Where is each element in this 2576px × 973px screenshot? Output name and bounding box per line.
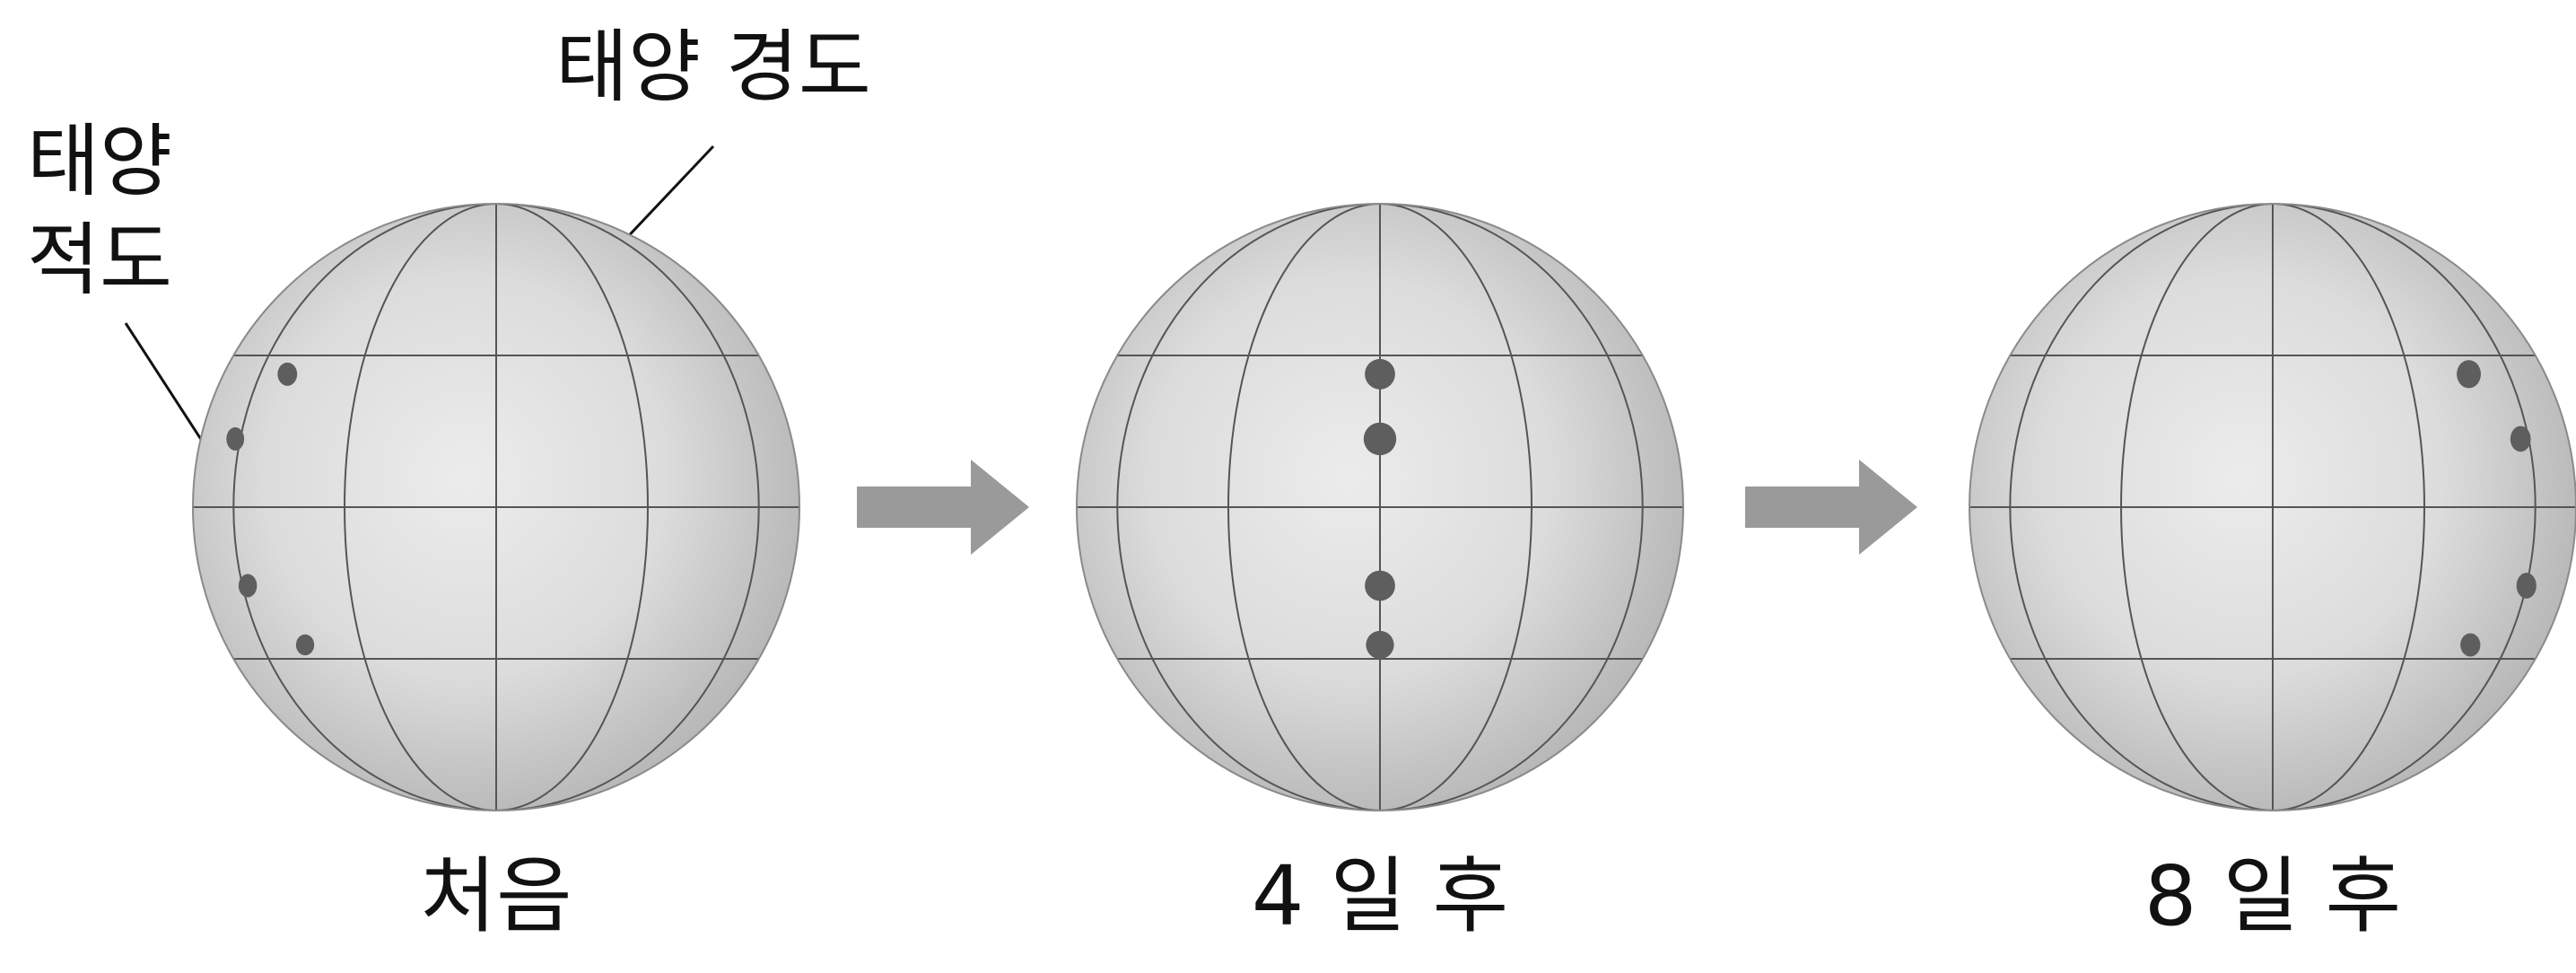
longitude-line: [2272, 204, 2537, 811]
caption-4-days: 4 일 후: [1252, 848, 1508, 944]
sunspot: [1366, 630, 1394, 660]
sunspot: [2516, 573, 2537, 599]
sunspot: [277, 362, 298, 386]
sunspot: [1365, 358, 1395, 390]
longitude-line: [1116, 204, 1381, 811]
sun-outline: [192, 203, 800, 811]
right-arrow-icon: [857, 460, 1029, 555]
sunspot: [2510, 425, 2531, 452]
sunspot: [226, 426, 245, 451]
longitude-line: [232, 204, 497, 811]
sun-globe: [192, 203, 800, 811]
caption-initial: 처음: [420, 848, 572, 944]
longitude-line: [495, 204, 649, 811]
equator-label-line1: 태양: [27, 115, 172, 207]
right-arrow-icon: [1745, 460, 1917, 555]
sunspot: [2457, 360, 2481, 389]
sunspot: [295, 634, 315, 656]
sun-panel-initial: 처음: [192, 203, 800, 944]
longitude-line: [1379, 204, 1644, 811]
grid-lines: [193, 204, 799, 811]
sun-outline: [1969, 203, 2576, 811]
equator-label-line2: 적도: [27, 214, 172, 306]
sun-globe: [1969, 203, 2576, 811]
caption-8-days: 8 일 후: [2144, 848, 2401, 944]
longitude-label: 태양 경도: [555, 21, 871, 113]
sun-panel-4-days: 4 일 후: [1076, 203, 1684, 944]
sunspot: [2460, 633, 2481, 657]
sunspot: [238, 574, 258, 598]
longitude-line: [2009, 204, 2274, 811]
sun-outline: [1076, 203, 1684, 811]
grid-lines: [1077, 204, 1683, 811]
longitude-line: [1379, 204, 1533, 811]
sun-panel-8-days: 8 일 후: [1969, 203, 2576, 944]
longitude-line: [495, 204, 760, 811]
longitude-line: [344, 204, 497, 811]
sunspot: [1365, 570, 1395, 601]
grid-lines: [1969, 204, 2576, 811]
longitude-line: [2120, 204, 2274, 811]
longitude-line: [2272, 204, 2425, 811]
longitude-line: [1227, 204, 1381, 811]
sun-globe: [1076, 203, 1684, 811]
sunspot: [1363, 422, 1397, 456]
